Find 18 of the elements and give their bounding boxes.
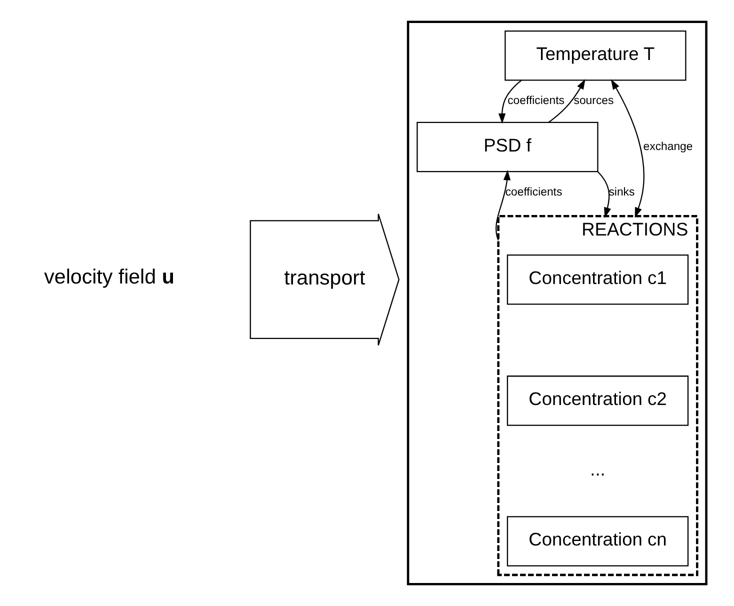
edge-label: sinks <box>608 186 634 199</box>
arrow <box>548 79 585 123</box>
edge-label: coefficients <box>507 95 564 108</box>
arrow <box>610 79 644 218</box>
node-box: Concentration c2 <box>506 376 688 426</box>
cluster <box>406 20 707 586</box>
edge-label: exchange <box>642 140 692 153</box>
arrow <box>498 80 522 124</box>
label: ... <box>590 458 605 480</box>
node-box: Concentration c1 <box>506 254 688 305</box>
node-box: Temperature T <box>504 30 686 81</box>
label: velocity field u <box>44 265 174 288</box>
node-box: PSD f <box>416 122 598 172</box>
arrow <box>596 171 610 218</box>
edge-label: sources <box>573 95 614 108</box>
arrow <box>495 170 510 241</box>
edge-label: coefficients <box>504 186 562 199</box>
node-box: Concentration cn <box>506 516 688 566</box>
